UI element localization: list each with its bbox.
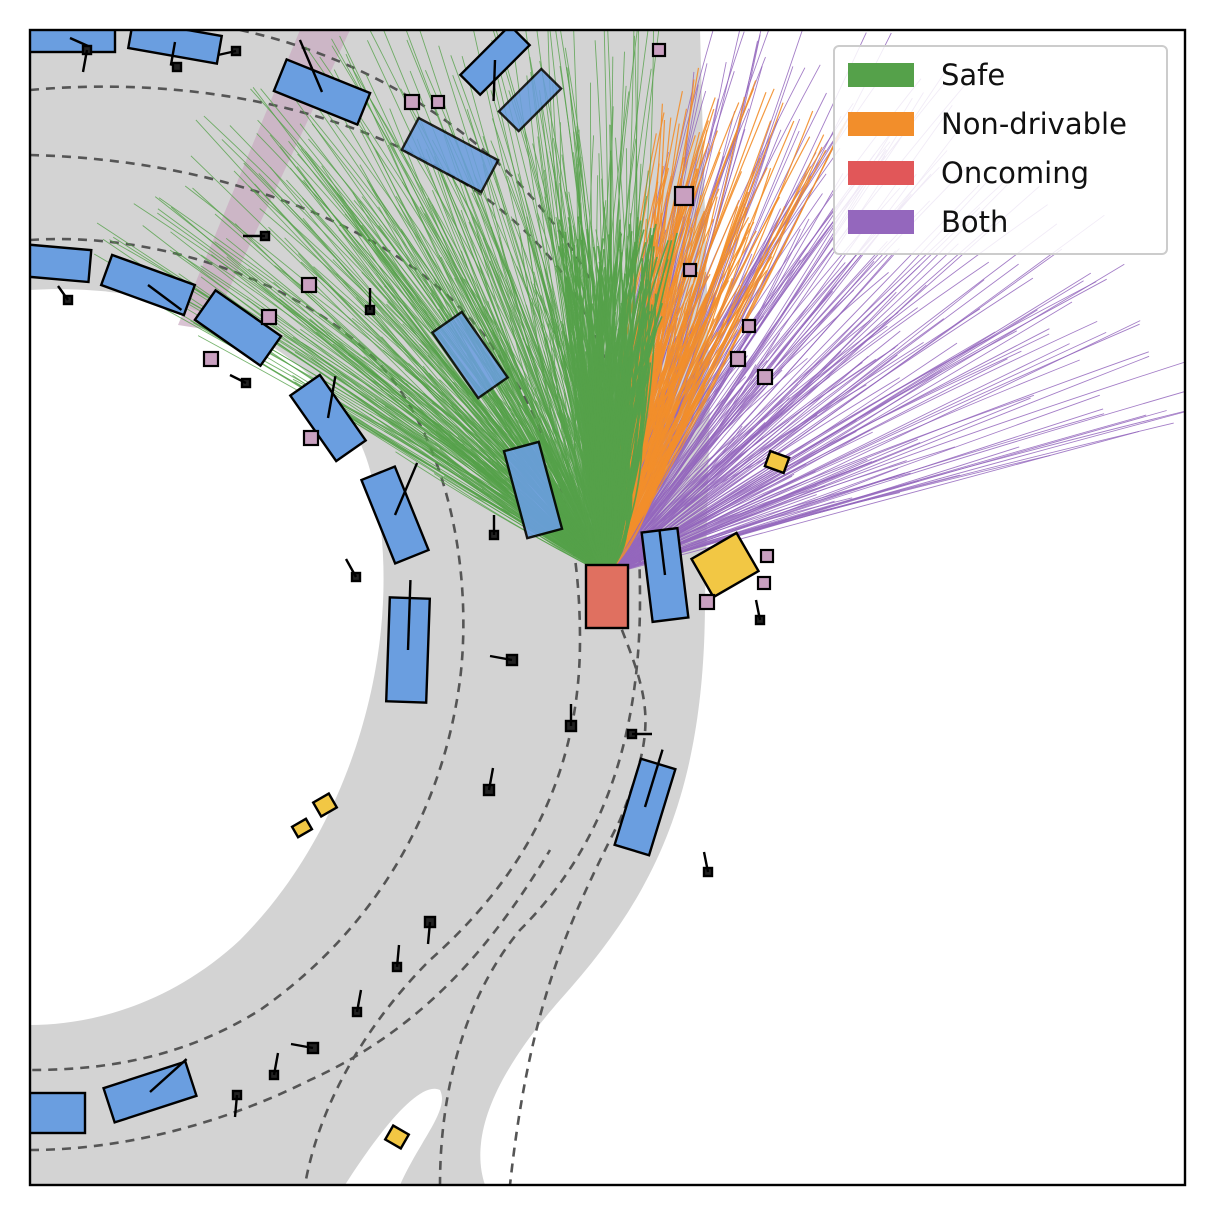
trajectory-line <box>606 252 890 576</box>
legend-label: Oncoming <box>941 156 1089 190</box>
pedestrian-flag <box>383 1123 411 1151</box>
trajectory-line <box>606 272 889 576</box>
vehicle <box>30 242 93 284</box>
trajectory-line <box>595 428 617 576</box>
vehicle <box>502 440 564 540</box>
ego-vehicle <box>584 563 630 630</box>
trajectory-line <box>349 391 608 576</box>
highlighted-agents <box>290 449 791 1151</box>
trajectory-line <box>573 399 608 576</box>
legend-label: Safe <box>941 58 1005 92</box>
trajectory-line <box>369 413 608 576</box>
highlighted-vehicle <box>689 531 761 599</box>
trajectory-line <box>434 156 608 576</box>
legend-box <box>833 45 1168 255</box>
trajectory-line <box>416 138 608 576</box>
trajectory-line <box>482 237 608 576</box>
trajectory-line <box>356 296 608 576</box>
trajectory-line <box>332 259 608 576</box>
trajectory-line <box>606 459 877 576</box>
trajectory-line <box>405 140 608 576</box>
vehicle <box>384 580 432 704</box>
vehicle <box>30 1091 87 1135</box>
trajectory-line <box>226 256 608 576</box>
small-agents <box>57 44 766 1118</box>
trajectory-line <box>606 207 981 576</box>
pedestrian-flag <box>311 791 339 819</box>
trajectory-line <box>606 463 807 576</box>
trajectory-line <box>355 219 608 576</box>
trajectory-line <box>248 185 608 576</box>
trajectory-line <box>606 325 633 576</box>
trajectory-line <box>606 362 863 576</box>
trajectory-line <box>246 298 608 576</box>
trajectory-line <box>381 336 608 576</box>
trajectory-line <box>606 121 847 576</box>
vehicle <box>640 526 690 624</box>
vehicle <box>288 373 368 463</box>
pedestrian-flag <box>763 449 791 475</box>
trajectory-line <box>329 402 608 576</box>
legend-label: Non-drivable <box>941 107 1127 141</box>
trajectories-safe <box>93 30 678 576</box>
vehicle <box>102 1058 198 1124</box>
vehicles <box>30 30 690 1135</box>
trajectory-line <box>599 354 622 576</box>
vehicle <box>497 67 563 133</box>
legend-swatch <box>848 63 914 87</box>
vehicle <box>272 39 372 127</box>
trajectory-line <box>406 39 608 576</box>
trajectory-line <box>604 379 622 576</box>
legend-swatch <box>848 210 914 234</box>
vehicle <box>613 749 677 857</box>
trajectory-line <box>268 226 608 576</box>
legend-swatch <box>848 112 914 136</box>
trajectory-line <box>606 449 631 576</box>
legend-entry-oncoming: Oncoming <box>848 156 1089 190</box>
pedestrian-agents <box>202 42 775 611</box>
vehicle <box>400 116 500 194</box>
trajectory-line <box>606 460 907 576</box>
legend-entry-non-drivable: Non-drivable <box>848 107 1127 141</box>
legend-entry-safe: Safe <box>848 58 1005 92</box>
vehicle <box>458 30 532 102</box>
trajectory-line <box>601 362 621 576</box>
trajectory-line <box>606 307 647 576</box>
trajectory-line <box>308 277 608 576</box>
plot-frame <box>28 28 1187 1187</box>
legend: Safe Non-drivable Oncoming Both <box>833 45 1168 255</box>
vehicle <box>430 310 510 400</box>
trajectory-line <box>606 206 786 576</box>
trajectory-line <box>348 354 608 576</box>
pedestrian-flag <box>290 817 314 839</box>
vehicle <box>30 30 117 54</box>
vehicle <box>193 288 283 368</box>
trajectory-line <box>575 275 611 576</box>
legend-label: Both <box>941 205 1008 239</box>
legend-swatch <box>848 161 914 185</box>
vehicle <box>359 462 431 566</box>
vehicle <box>99 253 197 317</box>
trajectory-line <box>593 376 612 576</box>
legend-entry-both: Both <box>848 205 1008 239</box>
